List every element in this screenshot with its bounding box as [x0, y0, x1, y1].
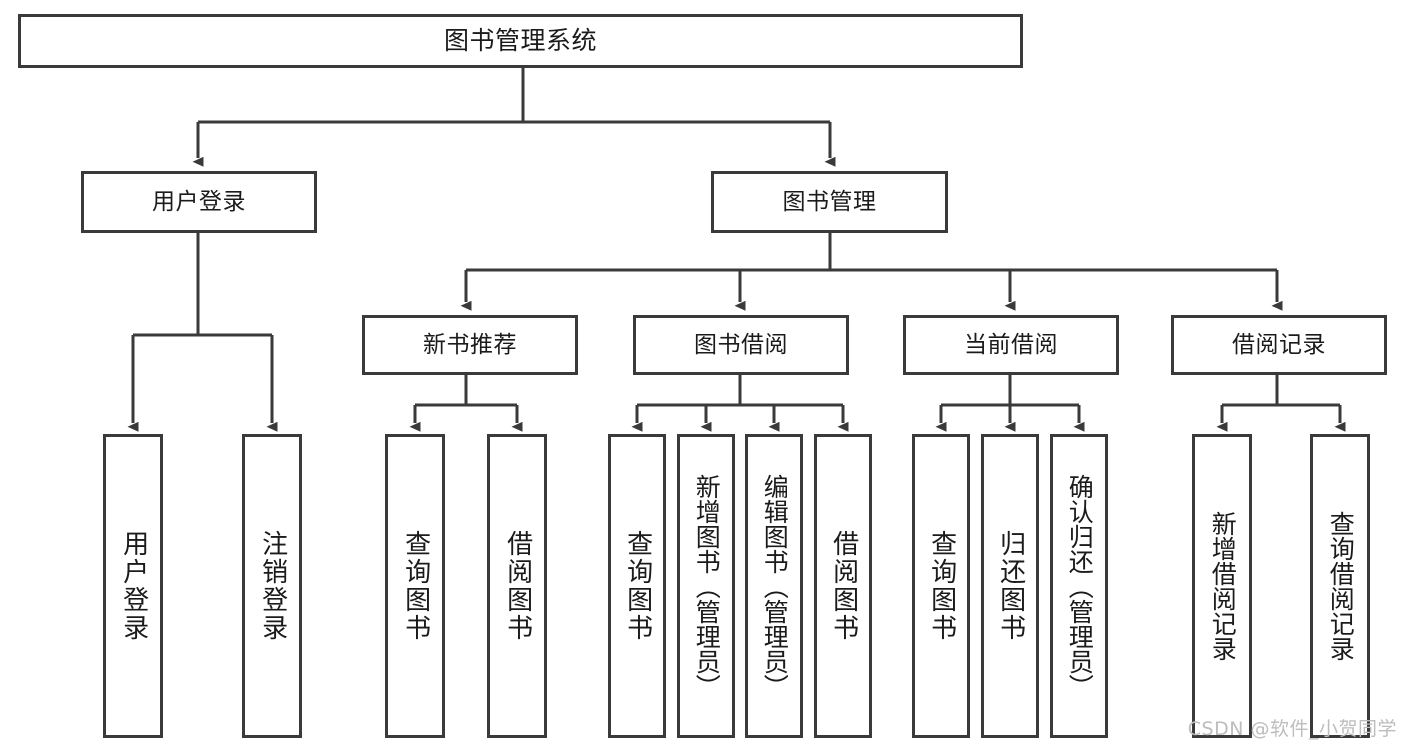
watermark-text: CSDN @软件_小贺同学: [1187, 718, 1397, 740]
leaf-new-book-borrow[interactable]: 借阅图书: [487, 434, 547, 738]
node-label: 当前借阅: [964, 331, 1058, 358]
node-new-book-recommend[interactable]: 新书推荐: [362, 315, 578, 375]
node-label: 借阅记录: [1232, 331, 1326, 358]
leaf-new-book-query[interactable]: 查询图书: [385, 434, 445, 738]
leaf-current-confirm-return-admin[interactable]: 确认归还（管理员）: [1050, 434, 1108, 738]
node-label: 归还图书: [995, 530, 1026, 642]
node-label: 新增图书（管理员）: [692, 473, 722, 699]
node-label: 新书推荐: [423, 331, 517, 358]
leaf-record-add-record[interactable]: 新增借阅记录: [1192, 434, 1252, 738]
node-label: 图书管理: [782, 188, 877, 215]
node-label: 新增借阅记录: [1208, 511, 1238, 661]
leaf-record-query-record[interactable]: 查询借阅记录: [1310, 434, 1370, 738]
node-label: 编辑图书（管理员）: [760, 473, 790, 699]
node-book-management[interactable]: 图书管理: [711, 171, 948, 233]
leaf-user-login-login[interactable]: 用户登录: [103, 434, 163, 738]
leaf-user-login-logout[interactable]: 注销登录: [242, 434, 302, 738]
leaf-borrow-query-book[interactable]: 查询图书: [608, 434, 666, 738]
node-label: 查询图书: [400, 530, 431, 642]
node-label: 用户登录: [152, 188, 246, 215]
node-user-login[interactable]: 用户登录: [81, 171, 317, 233]
node-label: 注销登录: [257, 530, 288, 642]
leaf-borrow-edit-book-admin[interactable]: 编辑图书（管理员）: [745, 434, 803, 738]
node-label: 图书管理系统: [443, 25, 597, 55]
leaf-current-query-book[interactable]: 查询图书: [912, 434, 970, 738]
node-label: 查询图书: [926, 530, 957, 642]
node-label: 查询图书: [622, 530, 653, 642]
node-current-borrow[interactable]: 当前借阅: [903, 315, 1119, 375]
leaf-current-return-book[interactable]: 归还图书: [981, 434, 1039, 738]
node-label: 确认归还（管理员）: [1065, 473, 1095, 699]
leaf-borrow-add-book-admin[interactable]: 新增图书（管理员）: [677, 434, 735, 738]
node-label: 借阅图书: [828, 530, 859, 642]
leaf-borrow-borrow-book[interactable]: 借阅图书: [814, 434, 872, 738]
node-label: 借阅图书: [502, 530, 533, 642]
node-book-borrow[interactable]: 图书借阅: [633, 315, 849, 375]
node-label: 图书借阅: [694, 331, 788, 358]
node-label: 用户登录: [118, 530, 149, 642]
node-label: 查询借阅记录: [1326, 511, 1356, 661]
node-root-book-management-system[interactable]: 图书管理系统: [18, 14, 1023, 68]
node-borrow-record[interactable]: 借阅记录: [1171, 315, 1387, 375]
